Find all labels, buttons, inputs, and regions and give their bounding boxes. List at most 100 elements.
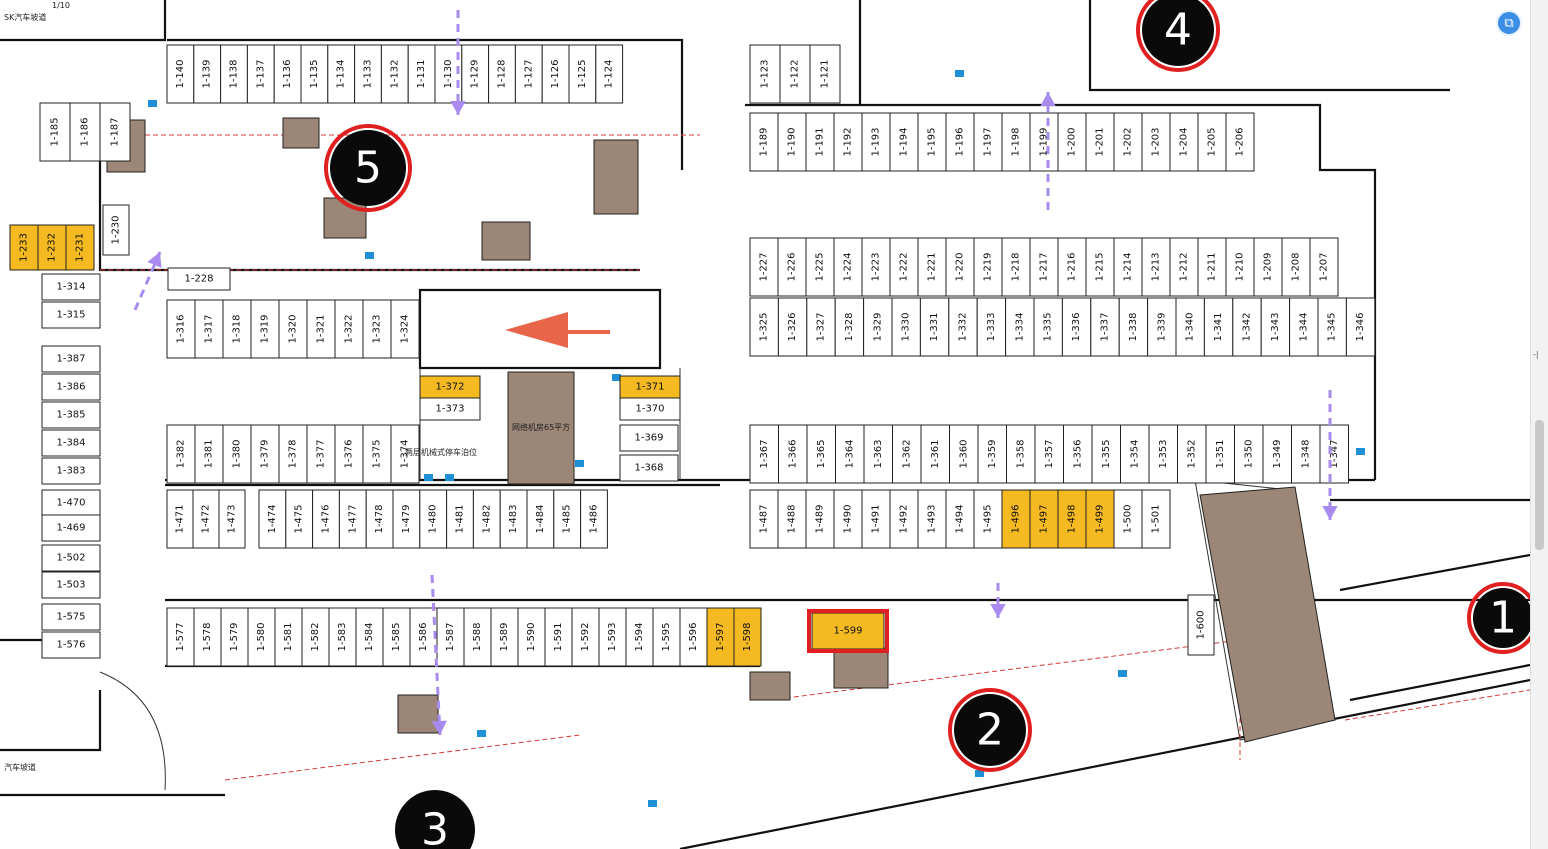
parking-stall[interactable]: 1-486: [580, 489, 608, 549]
parking-stall[interactable]: 1-213: [1141, 237, 1171, 297]
parking-stall[interactable]: 1-214: [1113, 237, 1143, 297]
parking-stall[interactable]: 1-206: [1225, 112, 1255, 172]
parking-stall[interactable]: 1-354: [1120, 424, 1150, 484]
parking-stall[interactable]: 1-220: [945, 237, 975, 297]
parking-stall[interactable]: 1-582: [301, 607, 330, 667]
parking-stall[interactable]: 1-138: [220, 44, 248, 104]
parking-stall[interactable]: 1-208: [1281, 237, 1311, 297]
parking-stall[interactable]: 1-591: [544, 607, 573, 667]
parking-stall[interactable]: 1-382: [166, 424, 196, 484]
parking-stall[interactable]: 1-338: [1118, 297, 1149, 357]
parking-stall[interactable]: 1-575: [41, 603, 101, 631]
parking-stall[interactable]: 1-357: [1034, 424, 1064, 484]
parking-stall[interactable]: 1-346: [1345, 297, 1376, 357]
parking-stall[interactable]: 1-201: [1085, 112, 1115, 172]
parking-stall[interactable]: 1-487: [749, 489, 779, 549]
parking-stall[interactable]: 1-329: [863, 297, 893, 357]
parking-stall[interactable]: 1-375: [362, 424, 392, 484]
parking-stall[interactable]: 1-481: [446, 489, 474, 549]
parking-stall[interactable]: 1-216: [1057, 237, 1087, 297]
parking-stall[interactable]: 1-479: [392, 489, 421, 549]
parking-stall[interactable]: 1-581: [274, 607, 303, 667]
parking-stall[interactable]: 1-122: [779, 44, 811, 104]
parking-stall[interactable]: 1-314: [41, 273, 101, 301]
parking-stall[interactable]: 1-478: [365, 489, 394, 549]
parking-stall[interactable]: 1-379: [250, 424, 280, 484]
parking-stall[interactable]: 1-498: [1057, 489, 1087, 549]
parking-stall[interactable]: 1-230: [102, 204, 130, 256]
parking-stall[interactable]: 1-385: [41, 401, 101, 429]
parking-stall[interactable]: 1-490: [833, 489, 863, 549]
parking-stall[interactable]: 1-123: [749, 44, 781, 104]
parking-stall[interactable]: 1-333: [976, 297, 1007, 357]
parking-stall[interactable]: 1-316: [166, 299, 196, 359]
parking-stall[interactable]: 1-212: [1169, 237, 1199, 297]
parking-stall[interactable]: 1-134: [327, 44, 356, 104]
parking-stall[interactable]: 1-494: [945, 489, 975, 549]
parking-stall[interactable]: 1-579: [220, 607, 249, 667]
parking-stall[interactable]: 1-598: [733, 607, 762, 667]
parking-stall[interactable]: 1-191: [805, 112, 835, 172]
parking-stall[interactable]: 1-209: [1253, 237, 1283, 297]
parking-stall[interactable]: 1-224: [833, 237, 863, 297]
parking-stall[interactable]: 1-128: [488, 44, 516, 104]
parking-stall[interactable]: 1-218: [1001, 237, 1031, 297]
parking-stall[interactable]: 1-326: [777, 297, 808, 357]
parking-stall[interactable]: 1-576: [41, 631, 101, 659]
parking-stall[interactable]: 1-500: [1113, 489, 1143, 549]
parking-stall[interactable]: 1-480: [419, 489, 448, 549]
parking-stall[interactable]: 1-231: [65, 224, 95, 271]
parking-stall[interactable]: 1-352: [1177, 424, 1207, 484]
parking-stall[interactable]: 1-189: [749, 112, 779, 172]
parking-stall[interactable]: 1-127: [514, 44, 543, 104]
parking-stall[interactable]: 1-470: [41, 489, 101, 517]
parking-stall[interactable]: 1-585: [382, 607, 411, 667]
parking-stall[interactable]: 1-476: [312, 489, 340, 549]
parking-stall[interactable]: 1-484: [526, 489, 555, 549]
parking-stall[interactable]: 1-595: [652, 607, 681, 667]
parking-stall[interactable]: 1-319: [250, 299, 280, 359]
zone-marker[interactable]: 1: [1467, 582, 1530, 654]
zone-marker[interactable]: 3: [395, 790, 475, 849]
parking-stall[interactable]: 1-345: [1317, 297, 1347, 357]
parking-stall[interactable]: 1-485: [553, 489, 582, 549]
parking-stall[interactable]: 1-383: [41, 457, 101, 485]
parking-stall[interactable]: 1-376: [334, 424, 364, 484]
parking-stall[interactable]: 1-587: [436, 607, 465, 667]
parking-stall[interactable]: 1-491: [861, 489, 891, 549]
parking-stall[interactable]: 1-360: [949, 424, 979, 484]
parking-stall[interactable]: 1-202: [1113, 112, 1143, 172]
parking-stall[interactable]: 1-589: [490, 607, 519, 667]
parking-stall[interactable]: 1-363: [863, 424, 893, 484]
parking-stall[interactable]: 1-501: [1141, 489, 1171, 549]
parking-stall[interactable]: 1-194: [889, 112, 919, 172]
parking-stall[interactable]: 1-356: [1063, 424, 1093, 484]
parking-stall[interactable]: 1-195: [917, 112, 947, 172]
parking-stall[interactable]: 1-340: [1175, 297, 1205, 357]
parking-stall[interactable]: 1-371: [619, 375, 681, 399]
parking-stall[interactable]: 1-217: [1029, 237, 1059, 297]
parking-stall[interactable]: 1-364: [835, 424, 865, 484]
parking-stall[interactable]: 1-131: [407, 44, 436, 104]
parking-stall[interactable]: 1-599: [811, 612, 885, 650]
parking-stall[interactable]: 1-205: [1197, 112, 1227, 172]
parking-stall[interactable]: 1-489: [805, 489, 835, 549]
parking-stall[interactable]: 1-223: [861, 237, 891, 297]
parking-stall[interactable]: 1-469: [41, 514, 101, 542]
parking-stall[interactable]: 1-125: [568, 44, 597, 104]
parking-stall[interactable]: 1-347: [1319, 424, 1349, 484]
parking-stall[interactable]: 1-320: [278, 299, 308, 359]
parking-stall[interactable]: 1-502: [41, 544, 101, 572]
parking-stall[interactable]: 1-339: [1147, 297, 1177, 357]
parking-stall[interactable]: 1-497: [1029, 489, 1059, 549]
parking-stall[interactable]: 1-344: [1289, 297, 1319, 357]
parking-stall[interactable]: 1-471: [166, 489, 194, 549]
parking-stall[interactable]: 1-331: [919, 297, 950, 357]
parking-stall[interactable]: 1-366: [778, 424, 808, 484]
parking-stall[interactable]: 1-330: [891, 297, 921, 357]
parking-stall[interactable]: 1-203: [1141, 112, 1171, 172]
parking-stall[interactable]: 1-374: [390, 424, 420, 484]
parking-stall[interactable]: 1-384: [41, 429, 101, 457]
parking-stall[interactable]: 1-124: [595, 44, 624, 104]
